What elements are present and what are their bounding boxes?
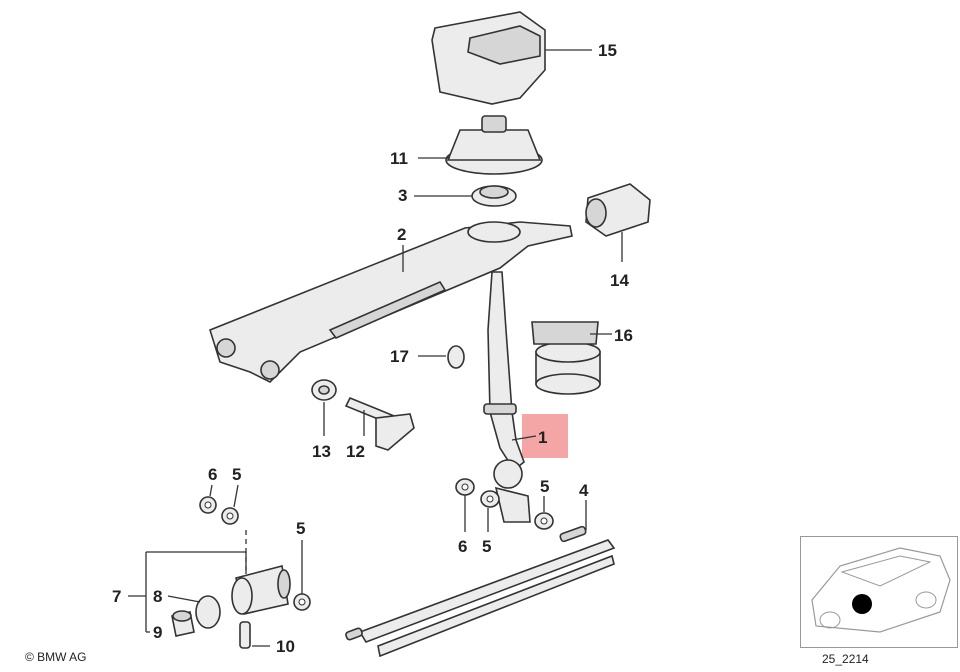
part-8-ring[interactable] xyxy=(167,595,221,629)
part-11-boot[interactable] xyxy=(418,115,543,175)
callout-5-left: 5 xyxy=(232,465,241,484)
part-14-sleeve[interactable] xyxy=(585,183,651,262)
highlight-box xyxy=(522,414,568,458)
callout-5-right: 5 xyxy=(540,477,549,496)
part-12-pin-bracket[interactable] xyxy=(344,396,415,451)
part-7-joint-assembly[interactable] xyxy=(128,530,291,632)
callout-5-mid: 5 xyxy=(482,537,491,556)
callout-9: 9 xyxy=(153,623,162,642)
location-marker xyxy=(852,594,872,614)
part-2-shift-arm[interactable] xyxy=(209,221,573,383)
callout-8: 8 xyxy=(153,587,162,606)
callout-6-left: 6 xyxy=(208,465,217,484)
copyright-text: © BMW AG xyxy=(25,650,87,664)
part-5-washer-bottom[interactable] xyxy=(293,540,311,611)
callout-12: 12 xyxy=(346,442,365,461)
part-15-cover[interactable] xyxy=(431,11,592,105)
part-10-pin[interactable] xyxy=(239,621,270,649)
callout-10: 10 xyxy=(276,637,295,656)
callout-13: 13 xyxy=(312,442,331,461)
part-5-washer-mid[interactable] xyxy=(480,490,500,532)
callout-7: 7 xyxy=(112,587,121,606)
part-6-washer-right[interactable] xyxy=(455,478,475,532)
callout-11: 11 xyxy=(390,149,408,168)
part-17-o-ring[interactable] xyxy=(418,345,465,369)
callout-6-right: 6 xyxy=(458,537,467,556)
callout-15: 15 xyxy=(598,41,617,60)
callout-17: 17 xyxy=(390,347,409,366)
callout-2: 2 xyxy=(397,225,406,244)
callout-3: 3 xyxy=(398,186,407,205)
part-1-shift-lever[interactable] xyxy=(483,271,568,523)
part-5-washer-right[interactable] xyxy=(534,496,554,530)
part-5-washer-left[interactable] xyxy=(221,484,239,525)
car-thumbnail-frame xyxy=(800,536,958,648)
car-thumbnail xyxy=(811,547,951,633)
part-3-bushing[interactable] xyxy=(414,185,517,207)
part-6-washer-left[interactable] xyxy=(199,484,217,514)
callout-5-bottom: 5 xyxy=(296,519,305,538)
part-16-damper[interactable] xyxy=(531,321,612,395)
part-9-bushing[interactable] xyxy=(146,610,195,637)
diagram-reference: 25_2214 xyxy=(822,652,869,666)
part-13-clip[interactable] xyxy=(311,379,337,436)
callout-1: 1 xyxy=(538,428,547,447)
callout-16: 16 xyxy=(614,326,633,345)
part-4-shift-rod[interactable] xyxy=(345,500,616,658)
callout-14: 14 xyxy=(610,271,629,290)
callout-4: 4 xyxy=(579,481,589,500)
